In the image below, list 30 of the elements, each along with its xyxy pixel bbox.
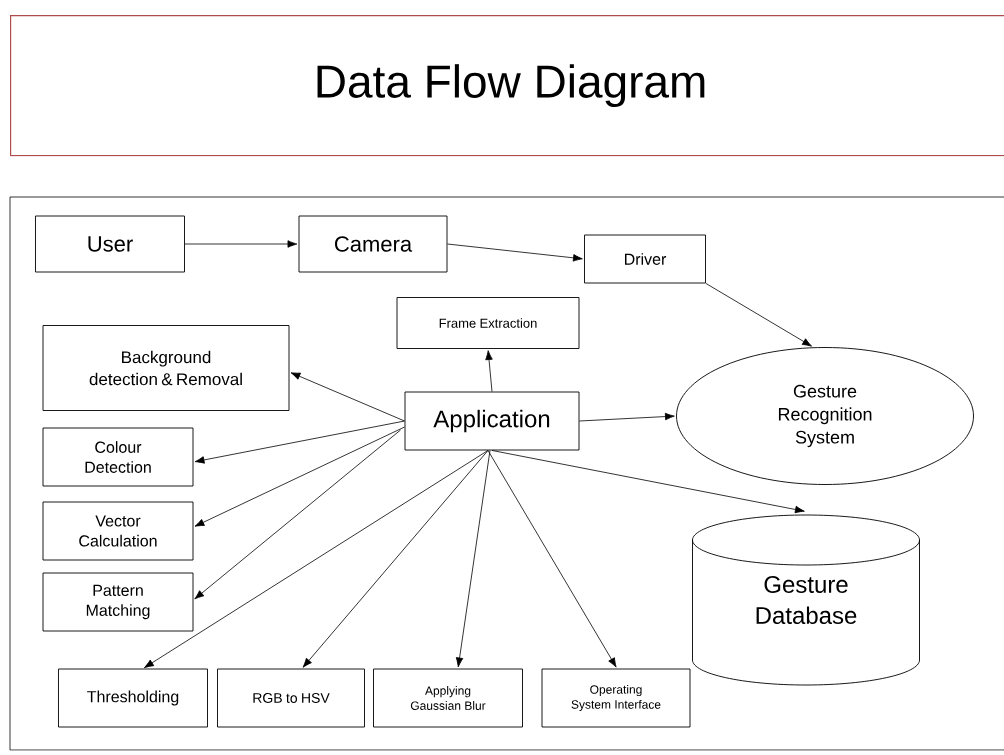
arrow — [579, 412, 675, 422]
arrow — [485, 350, 493, 392]
process-box: User — [35, 215, 185, 273]
arrow — [705, 283, 812, 347]
arrow — [302, 450, 489, 668]
process-box: Camera — [298, 215, 448, 273]
arrow — [455, 450, 491, 668]
process-box: Operating System Interface — [541, 668, 691, 728]
node-label: Gesture Database — [756, 576, 857, 625]
arrow — [194, 420, 405, 464]
process-box: Pattern Matching — [42, 572, 194, 632]
process-box: Applying Gaussian Blur — [373, 668, 523, 728]
process-box: Colour Detection — [42, 427, 194, 487]
arrow — [194, 426, 405, 527]
arrow — [491, 450, 805, 514]
arrow — [487, 450, 617, 668]
title-banner: Data Flow Diagram — [10, 15, 1004, 157]
process-box: Thresholding — [58, 668, 208, 728]
arrow — [184, 240, 298, 248]
process-box: Driver — [584, 234, 706, 284]
arrow — [447, 243, 583, 262]
process-box: RGB to HSV — [217, 668, 365, 728]
database-cylinder: Gesture Database — [692, 514, 920, 686]
process-box: Application — [404, 391, 580, 451]
process-box: Background detection & Removal — [42, 325, 290, 411]
arrow — [194, 429, 401, 600]
process-box: Frame Extraction — [396, 297, 580, 349]
arrow — [290, 372, 405, 422]
arrow — [144, 450, 489, 669]
process-box: Vector Calculation — [42, 501, 194, 561]
